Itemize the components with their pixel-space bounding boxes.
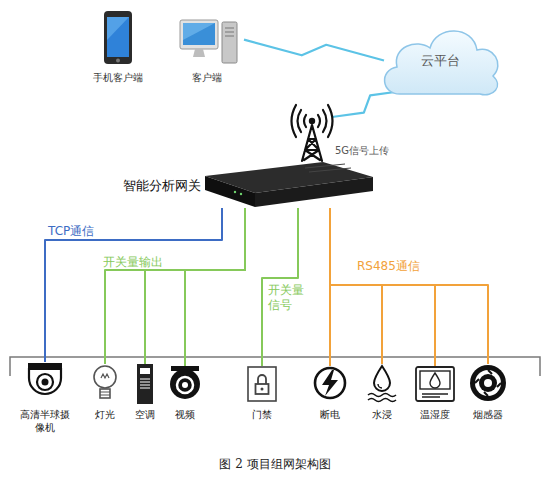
node-label: 手机客户端 [85,72,150,85]
device-node: 门禁 [247,366,277,402]
node-label: 门禁 [237,409,287,422]
text-group: 客户端 [182,72,232,85]
text-group: 灯光 [80,409,130,422]
smoke-icon [469,364,507,402]
node-label: 视频 [160,409,210,422]
pc-client: 客户端 [180,18,238,66]
text-group: 温湿度 [410,409,460,422]
edge-label: 开关量信号 [268,283,308,313]
text-group: 手机客户端 [85,72,150,85]
signal-wire [330,208,382,364]
node-label: 断电 [305,409,355,422]
phone-client: 手机客户端 [95,10,140,65]
node-label: 空调 [120,409,170,422]
wireless-link [244,40,384,61]
text-group: 智能分析网关 [103,178,201,194]
cloud-platform: 云平台 [378,18,503,103]
signal-wire [330,208,488,364]
bulb-icon [92,364,118,402]
text-group: 断电 [305,409,355,422]
text-group: 视频 [160,409,210,422]
video-icon [167,366,203,400]
text-group: 烟感器 [463,409,513,422]
signal-wire [329,208,331,366]
node-label: 智能分析网关 [103,178,201,194]
gateway-box: 智能分析网关 [205,160,373,208]
signal-wire [105,208,245,364]
node-label: 高清半球摄像机 [20,409,70,434]
signal-wire [330,208,435,366]
text-group: 云平台 [378,53,503,69]
camera-icon [25,362,65,402]
antenna-icon [292,103,332,161]
device-node: 视频 [167,366,203,400]
node-label: 烟感器 [463,409,513,422]
device-node: 空调 [135,364,155,404]
device-node: 灯光 [92,364,118,402]
text-group: 水浸 [357,409,407,422]
text-group: 门禁 [237,409,287,422]
signal-wire [145,208,245,364]
edge-label: TCP通信 [48,224,128,239]
thermo-icon [415,366,455,402]
power-icon [313,366,347,400]
signal-wire [45,208,222,362]
edge-label: 开关量输出 [103,255,193,270]
water-icon [367,364,397,402]
wireless-link [332,91,402,117]
text-group: 5G信号上传 [335,145,407,158]
device-node: 高清半球摄像机 [25,362,65,402]
gateway-icon [205,160,373,208]
text-group: 高清半球摄像机 [20,409,70,434]
device-node: 烟感器 [469,364,507,402]
node-label: 5G信号上传 [335,145,407,158]
figure-caption: 图 2 项目组网架构图 [0,456,550,473]
node-label: 温湿度 [410,409,460,422]
node-label: 云平台 [378,53,503,69]
device-node: 温湿度 [415,366,455,402]
edge-label: RS485通信 [357,259,447,274]
signal-wire [185,208,245,366]
node-label: 客户端 [182,72,232,85]
phone-icon [95,10,140,65]
door-icon [247,366,277,402]
pc-icon [180,18,238,66]
node-label: 水浸 [357,409,407,422]
ac-icon [135,364,155,404]
device-node: 水浸 [367,364,397,402]
node-label: 灯光 [80,409,130,422]
text-group: 空调 [120,409,170,422]
device-node: 断电 [313,366,347,400]
antenna-tower: 5G信号上传 [292,103,332,161]
